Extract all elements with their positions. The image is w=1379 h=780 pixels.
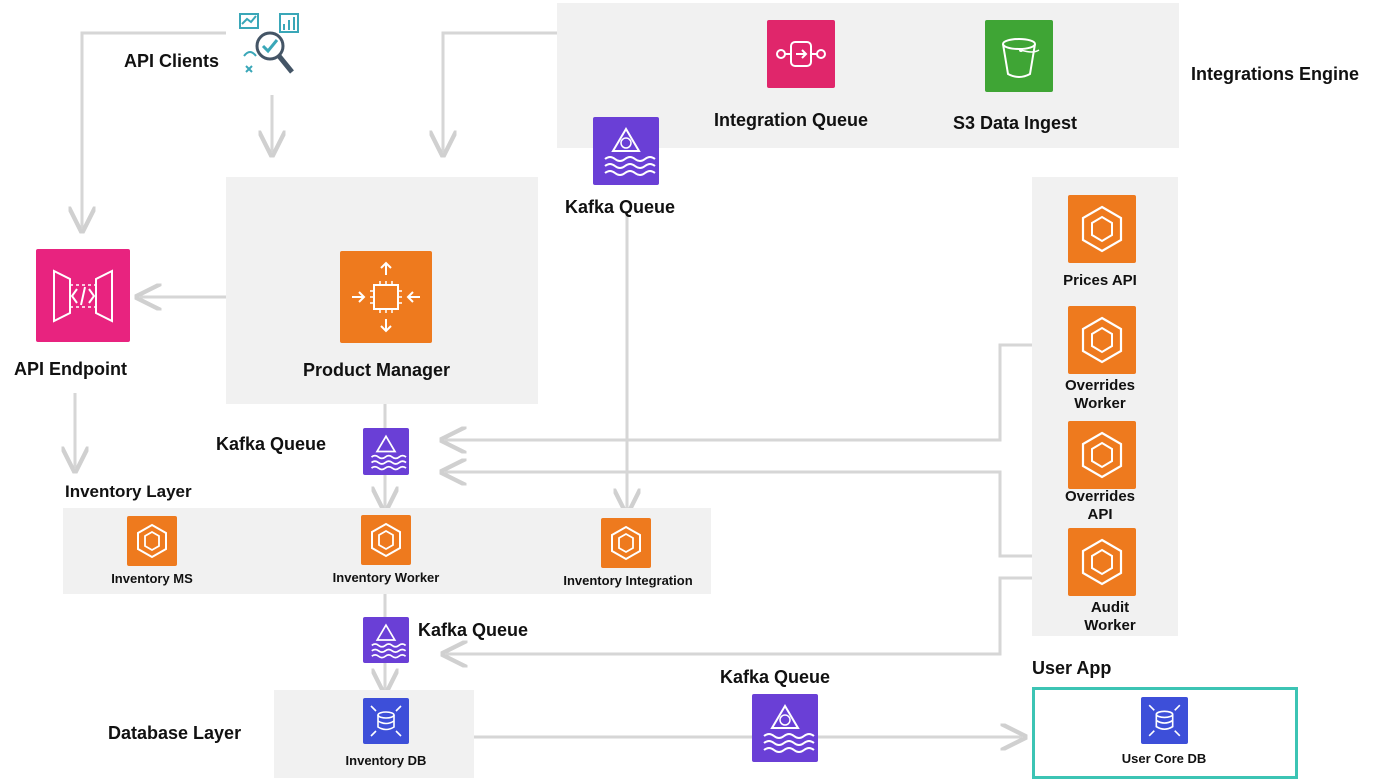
api-endpoint-label: API Endpoint: [14, 359, 127, 379]
overrides-api-label: Overrides API: [1064, 488, 1136, 523]
arrow-integrations-to-product-manager: [443, 31, 557, 152]
bucket-icon[interactable]: [985, 20, 1053, 92]
s3-data-ingest-label: S3 Data Ingest: [953, 113, 1078, 133]
database-layer-label: Database Layer: [108, 723, 242, 743]
inventory-layer-label: Inventory Layer: [65, 482, 192, 501]
kafka-stream-icon[interactable]: [363, 428, 409, 475]
container-hexagon-icon[interactable]: [1068, 528, 1136, 596]
kafka-queue-low-label: Kafka Queue: [418, 620, 529, 640]
event-bus-icon[interactable]: [767, 20, 835, 88]
kafka-stream-icon[interactable]: [752, 694, 818, 762]
user-app-label: User App: [1032, 658, 1112, 678]
integrations-engine-panel: [557, 3, 1179, 148]
database-icon[interactable]: [1141, 697, 1188, 744]
kafka-stream-icon[interactable]: [593, 117, 659, 185]
analytics-search-icon: [226, 0, 306, 86]
integration-queue-label: Integration Queue: [714, 110, 869, 130]
kafka-queue-top-label: Kafka Queue: [565, 197, 676, 217]
user-core-db-label: User Core DB: [1121, 751, 1207, 766]
container-hexagon-icon[interactable]: [127, 516, 177, 566]
container-hexagon-icon[interactable]: [1068, 306, 1136, 374]
overrides-worker-label: Overrides Worker: [1064, 377, 1136, 412]
database-icon[interactable]: [363, 698, 409, 744]
inventory-db-label: Inventory DB: [345, 753, 427, 768]
arrow-clients-to-endpoint: [82, 31, 232, 228]
kafka-stream-icon[interactable]: [363, 617, 409, 663]
integrations-engine-label: Integrations Engine: [1191, 64, 1360, 84]
prices-api-label: Prices API: [1063, 272, 1137, 289]
api-clients-label: API Clients: [124, 51, 220, 71]
container-hexagon-icon[interactable]: [1068, 421, 1136, 489]
inventory-ms-label: Inventory MS: [111, 571, 193, 586]
container-hexagon-icon[interactable]: [601, 518, 651, 568]
kafka-queue-bottom-label: Kafka Queue: [720, 667, 831, 687]
product-manager-label: Product Manager: [303, 360, 451, 380]
inventory-integration-label: Inventory Integration: [563, 573, 693, 588]
container-hexagon-icon[interactable]: [361, 515, 411, 565]
inventory-worker-label: Inventory Worker: [332, 570, 440, 585]
kafka-queue-mid-label: Kafka Queue: [216, 434, 327, 454]
api-gateway-icon[interactable]: [36, 249, 130, 342]
arrow-overrides-worker-to-kafka: [445, 343, 1068, 440]
container-hexagon-icon[interactable]: [1068, 195, 1136, 263]
audit-worker-label: Audit Worker: [1084, 599, 1136, 634]
processor-icon[interactable]: [340, 251, 432, 343]
